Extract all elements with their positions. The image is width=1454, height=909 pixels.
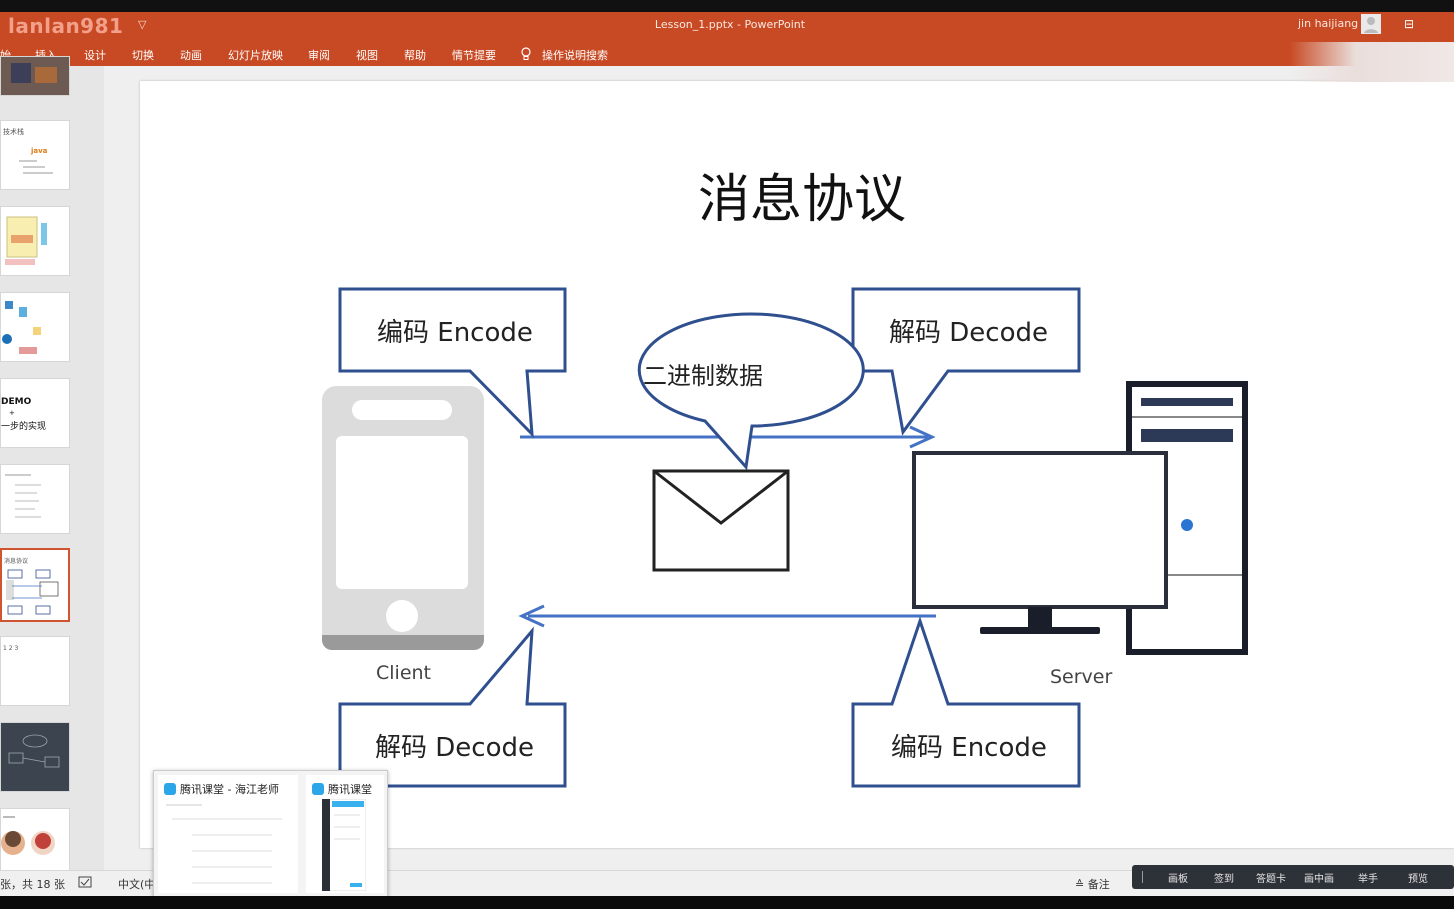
top-black-band bbox=[0, 0, 1454, 12]
label-decode-client: 解码 Decode bbox=[375, 733, 534, 763]
user-avatar-icon[interactable] bbox=[1361, 14, 1381, 34]
phone-client-icon bbox=[322, 386, 484, 650]
thumb-2-java: java bbox=[31, 147, 48, 155]
toolbar-answer-card[interactable]: 答题卡 bbox=[1256, 874, 1286, 885]
notes-icon: ≙ bbox=[1075, 878, 1088, 891]
thumb-8-title: 1 2 3 bbox=[3, 645, 19, 652]
title-bar: lanlan981 ▽ Lesson_1.pptx - PowerPoint j… bbox=[0, 12, 1454, 42]
current-slide[interactable]: 消息协议 编码 Encode 解码 Decode 二进制数据 解码 Decode… bbox=[140, 81, 1454, 848]
tab-review[interactable]: 审阅 bbox=[308, 49, 330, 62]
spell-check-icon[interactable] bbox=[78, 876, 92, 891]
toolbar-handle[interactable] bbox=[1142, 871, 1143, 883]
label-client: Client bbox=[376, 662, 432, 684]
arrow-head-right bbox=[909, 425, 936, 449]
preview-window-teacher[interactable]: 腾讯课堂 - 海江老师 bbox=[158, 775, 298, 893]
tell-me-search[interactable]: 操作说明搜索 bbox=[542, 49, 608, 62]
tab-storyboarding[interactable]: 情节提要 bbox=[452, 49, 496, 62]
tab-slideshow[interactable]: 幻灯片放映 bbox=[228, 49, 283, 62]
thumb-2-title: 技术栈 bbox=[3, 128, 24, 136]
ribbon-display-options-icon[interactable]: ⊟ bbox=[1404, 17, 1415, 31]
callout-decode-server bbox=[851, 287, 1081, 436]
app-logo: lanlan981 bbox=[8, 14, 124, 38]
toolbar-picture-in-picture[interactable]: 画中画 bbox=[1304, 874, 1334, 885]
slide-thumbnail-1[interactable] bbox=[0, 56, 70, 96]
protocol-diagram bbox=[322, 287, 1248, 788]
classroom-toolbar: 画板 签到 答题卡 画中画 举手 预览 bbox=[1132, 865, 1454, 889]
slide-thumbnail-4[interactable] bbox=[0, 292, 70, 362]
slide-thumbnail-5[interactable]: DEMO + 一步的实现 bbox=[0, 378, 70, 448]
binary-data-bubble bbox=[637, 312, 865, 471]
preview-title-2: 腾讯课堂 bbox=[328, 783, 372, 796]
slide-title: 消息协议 bbox=[698, 170, 907, 230]
notes-button[interactable]: ≙ 备注 bbox=[1075, 876, 1110, 892]
label-server: Server bbox=[1050, 666, 1113, 688]
language-indicator[interactable]: 中文(中 bbox=[118, 878, 156, 891]
tencent-classroom-icon-2 bbox=[312, 783, 324, 795]
slide-thumbnail-6[interactable] bbox=[0, 464, 70, 534]
label-encode-server: 编码 Encode bbox=[891, 733, 1047, 763]
slide-thumbnail-8[interactable]: 1 2 3 bbox=[0, 636, 70, 706]
arrow-head-left bbox=[518, 604, 545, 628]
label-decode-server: 解码 Decode bbox=[889, 318, 1048, 348]
slide-thumbnail-3[interactable] bbox=[0, 206, 70, 276]
callout-encode-server bbox=[851, 616, 1081, 788]
document-title: Lesson_1.pptx - PowerPoint bbox=[654, 18, 806, 31]
tab-help[interactable]: 帮助 bbox=[404, 49, 426, 62]
user-name[interactable]: jin haijiang bbox=[1298, 17, 1359, 30]
taskbar-preview-popup: 腾讯课堂 - 海江老师 腾讯课堂 bbox=[153, 770, 388, 898]
quick-access-dropdown-icon[interactable]: ▽ bbox=[138, 18, 147, 31]
thumb-7-title: 消息协议 bbox=[4, 558, 29, 565]
envelope-icon bbox=[652, 469, 790, 572]
toolbar-preview[interactable]: 预览 bbox=[1408, 874, 1428, 885]
slide-thumbnail-10[interactable] bbox=[0, 808, 70, 872]
tab-view[interactable]: 视图 bbox=[356, 49, 378, 62]
tab-home[interactable]: 始 bbox=[0, 47, 11, 63]
bottom-black-band bbox=[0, 896, 1454, 909]
slide-thumbnail-7-selected[interactable]: 消息协议 bbox=[0, 548, 70, 622]
lightbulb-icon bbox=[520, 47, 532, 64]
thumb-5-line1: DEMO bbox=[1, 397, 32, 407]
preview-title-1: 腾讯课堂 - 海江老师 bbox=[180, 783, 279, 796]
server-icon bbox=[912, 381, 1248, 655]
thumb-5-line2: 一步的实现 bbox=[1, 422, 47, 432]
toolbar-whiteboard[interactable]: 画板 bbox=[1168, 874, 1188, 885]
tab-transitions[interactable]: 切换 bbox=[132, 49, 154, 62]
tencent-classroom-icon bbox=[164, 783, 176, 795]
slide-count: 张，共 18 张 bbox=[0, 878, 65, 891]
preview-window-classroom[interactable]: 腾讯课堂 bbox=[306, 775, 384, 893]
toolbar-raise-hand[interactable]: 举手 bbox=[1358, 874, 1378, 885]
toolbar-signin[interactable]: 签到 bbox=[1214, 874, 1234, 885]
tab-design[interactable]: 设计 bbox=[84, 49, 106, 62]
blurred-overlay bbox=[1290, 42, 1454, 82]
slide-thumbnail-2[interactable]: 技术栈 java bbox=[0, 120, 70, 190]
callout-encode-client bbox=[338, 287, 567, 438]
label-binary-data: 二进制数据 bbox=[643, 362, 763, 390]
ribbon-tabs: 始 插入 设计 切换 动画 幻灯片放映 审阅 视图 帮助 情节提要 操作说明搜索 bbox=[0, 42, 1454, 66]
notes-label: 备注 bbox=[1087, 878, 1110, 891]
label-encode-client: 编码 Encode bbox=[377, 318, 533, 348]
slide-thumbnail-9[interactable] bbox=[0, 722, 70, 792]
slide-thumbnail-pane: 技术栈 java DEMO + 一步的实现 消息协议 1 2 3 bbox=[0, 56, 104, 872]
tab-animations[interactable]: 动画 bbox=[180, 49, 202, 62]
